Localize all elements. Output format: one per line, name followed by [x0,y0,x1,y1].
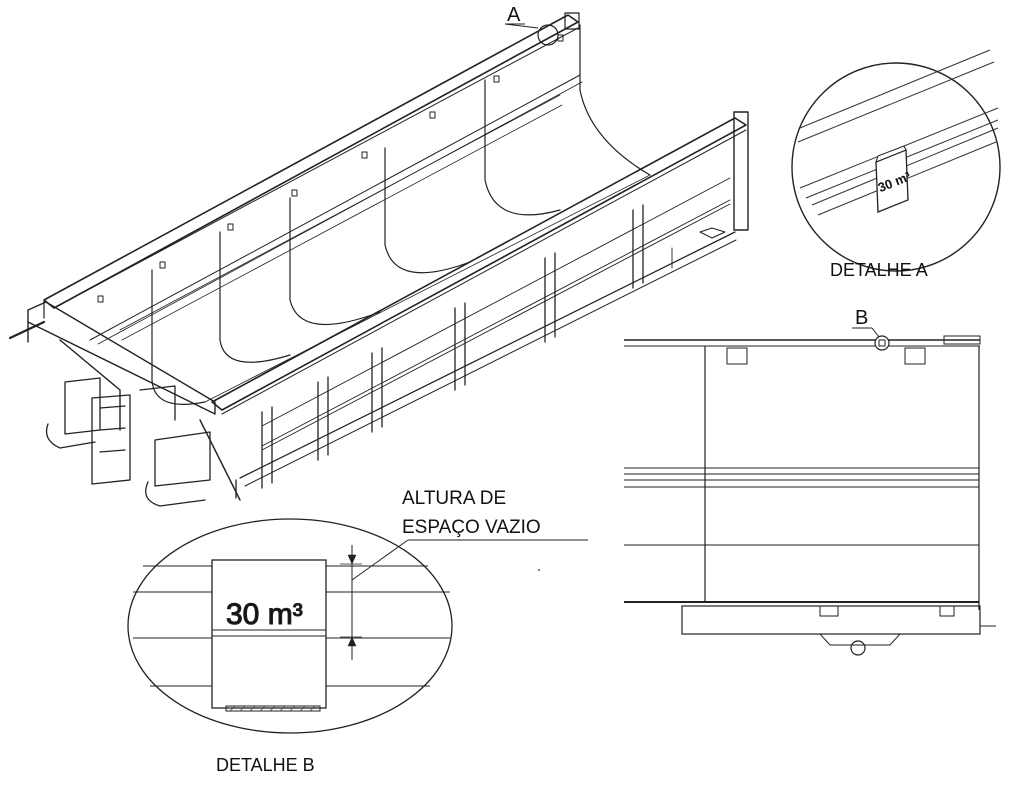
annotation-line-2: ESPAÇO VAZIO [402,517,541,538]
side-view-stripes [624,467,979,546]
detail-b-plate: 30 m³ [211,559,327,712]
near-stanchions [261,204,644,489]
near-top-rail [211,117,747,411]
dimension-arrows [340,539,588,660]
near-wall-bottom [239,231,736,479]
annotation-line-1: ALTURA DE [402,488,506,509]
detail-b-plate-text: 30 m³ [226,598,303,631]
stray-dot [538,569,540,571]
callout-b: B [852,307,890,351]
floor-lines [119,94,651,403]
detail-a-plate: 30 m³ [875,145,913,213]
detail-b: 30 m³ DETALHE B [127,518,588,775]
steps-assembly [45,377,237,507]
callout-b-label: B [855,307,868,329]
far-wall-bottom [89,74,581,341]
callout-a: A [504,4,559,46]
interior-bulkheads [151,24,651,405]
detail-a-title: DETALHE A [830,260,928,280]
far-rail-brackets [97,34,564,303]
near-wall-stripes [261,177,731,451]
end-frame [8,301,241,501]
detail-a: 30 m³ DETALHE A [791,49,1001,280]
callout-a-label: A [507,4,521,26]
side-view [624,335,996,656]
wagon-isometric-view [8,12,749,507]
detail-b-title: DETALHE B [216,755,315,775]
